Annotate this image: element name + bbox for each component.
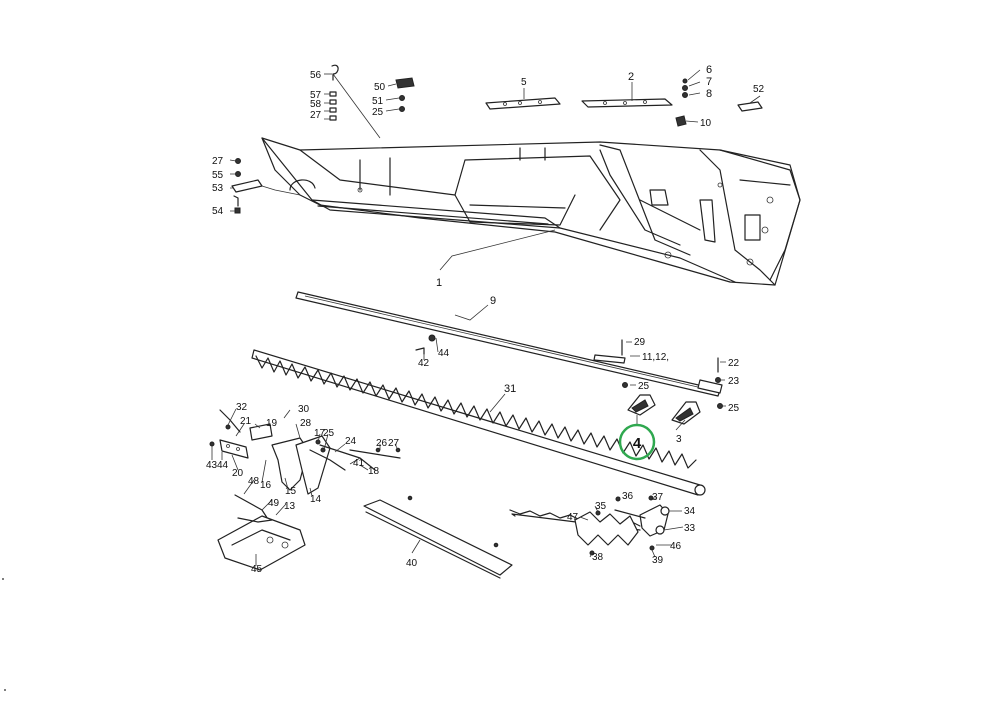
callout-44: 44 [438, 348, 450, 359]
callout-43: 43 [206, 460, 218, 471]
shield-40 [363, 495, 513, 579]
highlight-label: 4 [633, 435, 642, 452]
callout-45: 45 [251, 564, 263, 575]
callout-27c: 27 [388, 438, 400, 449]
callout-44b: 44 [217, 460, 229, 471]
callout-55: 55 [212, 170, 224, 181]
callout-52: 52 [753, 84, 765, 95]
callout-37: 37 [652, 492, 664, 503]
scan-speck [2, 578, 4, 580]
knife-head-assembly [509, 495, 670, 556]
callout-13: 13 [284, 501, 296, 512]
callout-46: 46 [670, 541, 682, 552]
callout-38: 38 [592, 552, 604, 563]
callout-19: 19 [266, 418, 278, 429]
callout-49: 49 [268, 498, 280, 509]
callout-34: 34 [684, 506, 696, 517]
callout-57: 57 [310, 90, 322, 101]
left-mount-parts [231, 158, 301, 214]
header-frame [261, 137, 801, 286]
callout-8: 8 [706, 88, 712, 100]
strip-9 [295, 291, 721, 397]
callout-25b: 25 [638, 381, 650, 392]
callout-27: 27 [310, 110, 322, 121]
callout-31: 31 [504, 383, 516, 395]
callout-25: 25 [372, 107, 384, 118]
highlight-circle [618, 423, 656, 461]
callout-14: 14 [310, 494, 322, 505]
callout-20: 20 [232, 468, 244, 479]
callout-36: 36 [622, 491, 634, 502]
callout-27b: 27 [212, 156, 224, 167]
callout-35: 35 [595, 501, 607, 512]
divider-assembly [209, 409, 401, 571]
callout-7: 7 [706, 76, 712, 88]
callout-40: 40 [406, 558, 418, 569]
leader-lines [211, 69, 761, 566]
callout-25d: 25 [323, 428, 335, 439]
callout-21: 21 [240, 416, 252, 427]
callout-53: 53 [212, 183, 224, 194]
callout-50: 50 [374, 82, 386, 93]
callout-54: 54 [212, 206, 224, 217]
callout-47: 47 [567, 512, 579, 523]
callout-18: 18 [368, 466, 380, 477]
callout-1: 1 [436, 277, 442, 289]
callout-24: 24 [345, 436, 357, 447]
callout-17: 17 [314, 428, 326, 439]
callout-25c: 25 [728, 403, 740, 414]
callout-15: 15 [285, 486, 297, 497]
callout-23: 23 [728, 376, 740, 387]
scan-speck [4, 689, 6, 691]
callout-9: 9 [490, 295, 496, 307]
top-parts [329, 64, 763, 127]
callout-42: 42 [418, 358, 430, 369]
callout-28: 28 [300, 418, 312, 429]
bolt-42-44 [415, 334, 436, 355]
callout-32: 32 [236, 402, 248, 413]
callout-51: 51 [372, 96, 384, 107]
callout-22: 22 [728, 358, 740, 369]
callout-2: 2 [628, 71, 634, 83]
callout-39: 39 [652, 555, 664, 566]
callout-29: 29 [634, 337, 646, 348]
callout-48: 48 [248, 476, 260, 487]
highlight-part-4: 4 [618, 415, 656, 461]
callout-33: 33 [684, 523, 696, 534]
callout-58: 58 [310, 99, 322, 110]
callout-56: 56 [310, 70, 322, 81]
callout-5: 5 [521, 77, 527, 88]
callout-3: 3 [676, 434, 682, 445]
callout-10: 10 [700, 118, 712, 129]
callout-26: 26 [376, 438, 388, 449]
knife-head-parts [593, 339, 723, 425]
callout-6: 6 [706, 64, 712, 76]
callout-16: 16 [260, 480, 272, 491]
callout-labels: 56 57 58 27 50 51 25 5 2 6 7 8 10 52 27 … [206, 64, 765, 575]
callout-30: 30 [298, 404, 310, 415]
callout-11-12: 11,12, [642, 352, 669, 363]
callout-41: 41 [353, 458, 365, 469]
